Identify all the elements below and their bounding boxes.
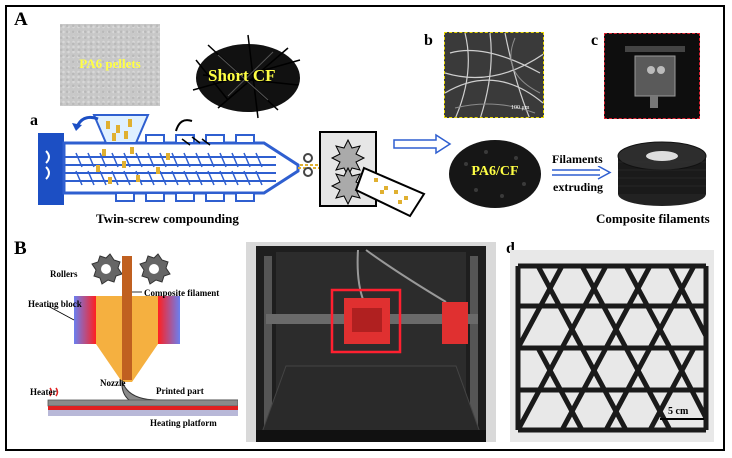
fdm-schematic [47, 253, 238, 416]
kagome-lattice [515, 263, 709, 433]
composite-filaments-label: Composite filaments [596, 211, 710, 226]
motor-block [38, 133, 64, 205]
print-head-highlight [330, 288, 402, 354]
sem-fibers [445, 33, 543, 117]
hopper [92, 114, 150, 144]
print-head-photo [604, 33, 700, 119]
short-cf-label: Short CF [208, 66, 276, 85]
heating-block-left [74, 296, 96, 344]
composite-filament-strand [122, 256, 132, 380]
pa6cf-label: PA6/CF [471, 164, 519, 179]
pa6cf-pellets-photo: PA6/CF [446, 134, 544, 210]
rollers-label: Rollers [50, 269, 78, 279]
figure-frame [5, 5, 725, 451]
printer-photo [246, 242, 496, 442]
second-print-head [442, 302, 468, 344]
heater-strip [48, 406, 238, 410]
panel-label-b: b [424, 32, 433, 49]
pelletizer [300, 131, 426, 218]
filaments-label-line2: extruding [553, 180, 604, 194]
scale-bar-label: 5 cm [668, 406, 689, 417]
panel-label-B: B [14, 238, 27, 259]
heating-block-right [158, 296, 180, 344]
sem-scale-label: 100 μm [511, 105, 530, 111]
sem-image: 100 μm [444, 32, 544, 118]
heating-block-label: Heating block [28, 299, 82, 309]
print-head-drawing [625, 46, 685, 108]
pa6-pellets-label: PA6 pellets [79, 56, 141, 71]
rollers-drawing [91, 253, 171, 285]
twin-screw-label: Twin-screw compounding [96, 211, 239, 226]
heating-platform [48, 410, 238, 416]
panel-label-c: c [591, 32, 599, 49]
printed-part-label: Printed part [156, 386, 204, 396]
pa6cf-pellets-pile [449, 140, 541, 208]
arrow-to-pa6cf [393, 133, 452, 155]
panel-label-A: A [14, 9, 28, 30]
filament-spool [617, 141, 707, 206]
printer-drawing [256, 246, 486, 442]
filaments-label-line1: Filaments [552, 152, 603, 166]
twin-screw-extruder [38, 114, 326, 205]
short-cf-photo: Short CF [188, 30, 306, 120]
panel-label-a: a [30, 112, 38, 129]
heating-platform-label: Heating platform [150, 418, 217, 428]
heater-label: Heater [30, 387, 57, 397]
composite-filament-label: Composite filament [144, 288, 220, 298]
pa6-pellets-photo: PA6 pellets [60, 24, 160, 106]
scale-bar [660, 418, 704, 420]
build-plate [259, 365, 483, 439]
printed-part-layer [47, 399, 238, 407]
nozzle-label: Nozzle [100, 378, 126, 388]
panel-label-d: d [506, 240, 515, 257]
short-cf-fibers [192, 34, 301, 119]
printed-lattice-photo: 5 cm [510, 250, 714, 442]
arrow-to-filament [552, 166, 612, 180]
